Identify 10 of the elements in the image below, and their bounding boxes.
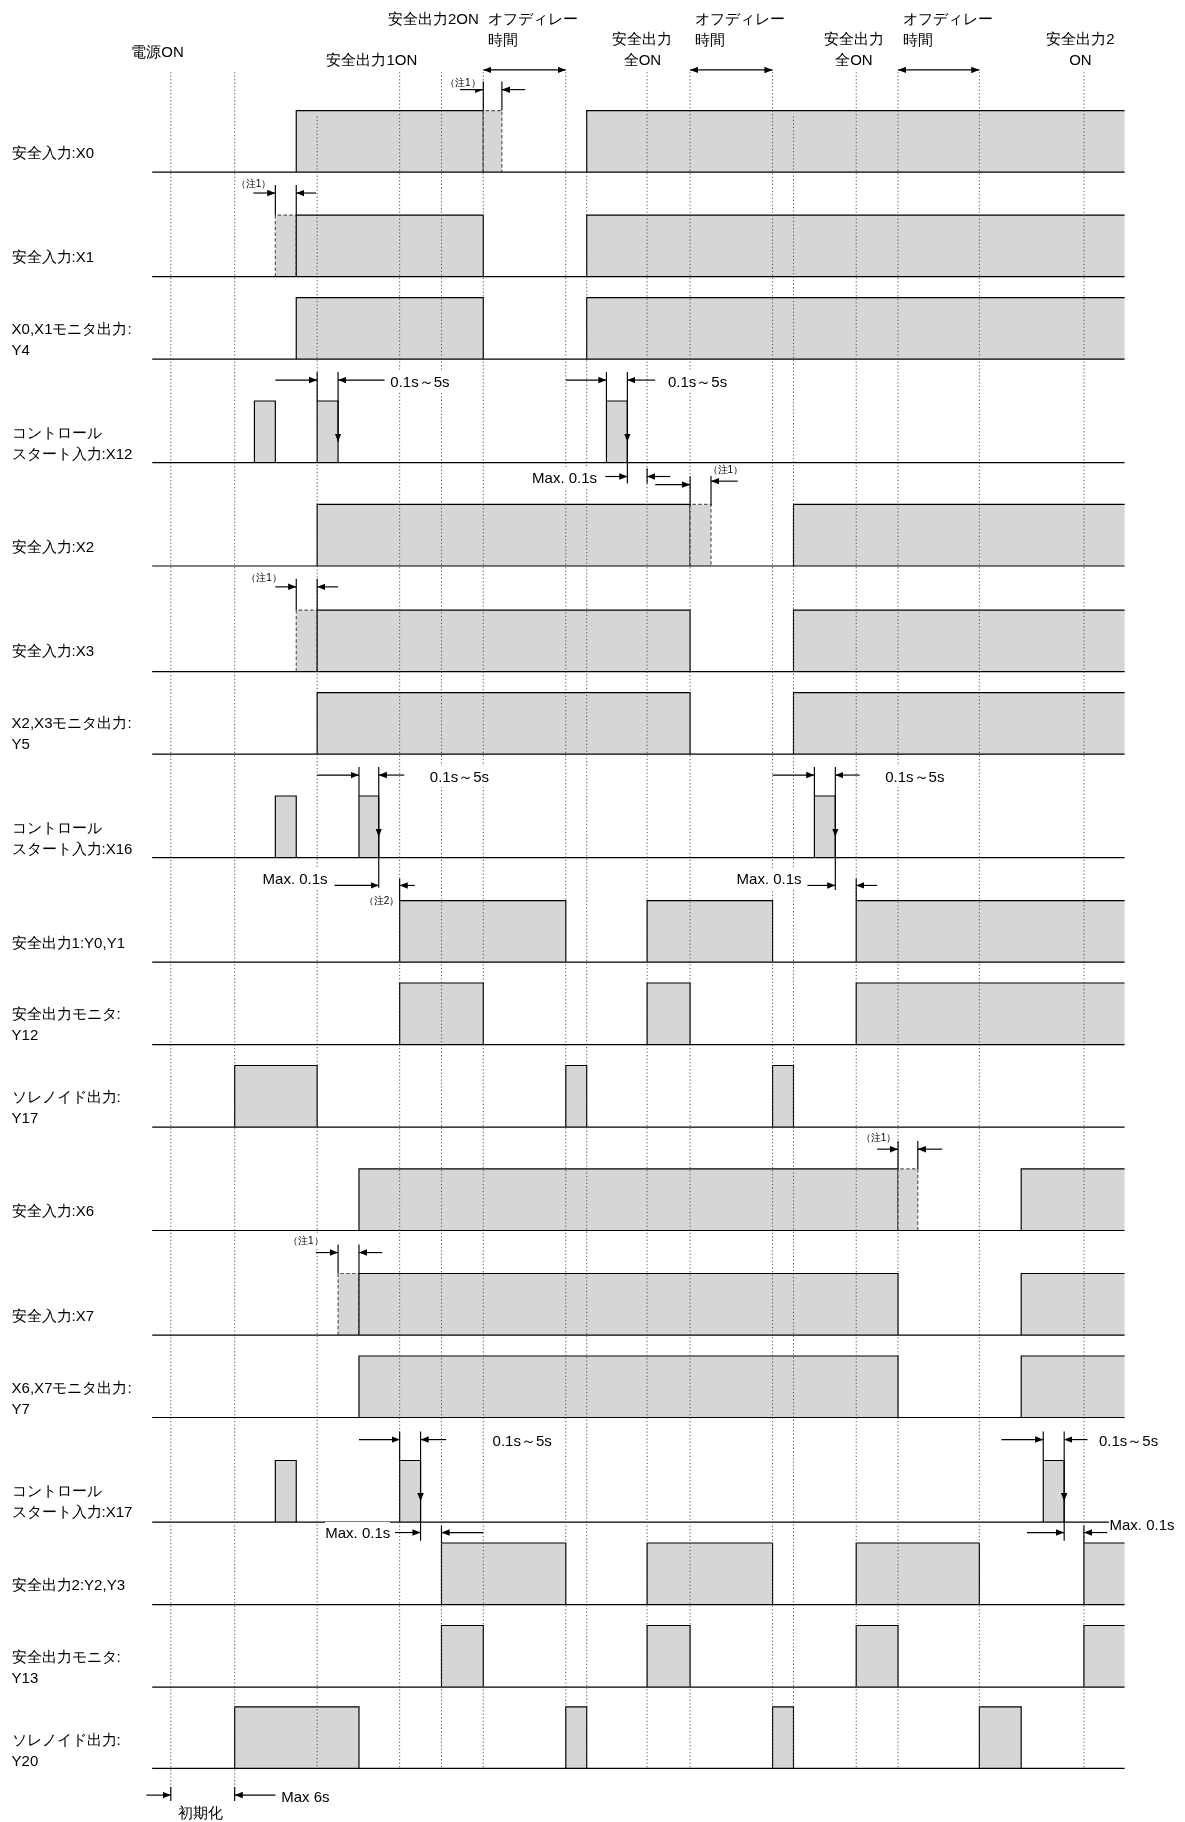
- time-label: 0.1s～5s: [885, 765, 945, 787]
- time-label: 0.1s～5s: [668, 370, 728, 392]
- time-label: Max. 0.1s: [736, 867, 802, 889]
- time-label: Max. 0.1s: [532, 467, 598, 488]
- signal-label: 安全入力:X3: [11, 640, 95, 662]
- signal-label: 安全入力:X6: [11, 1200, 95, 1222]
- time-label: 0.1s～5s: [429, 765, 490, 787]
- time-label: Max. 0.1s: [262, 867, 328, 889]
- time-label: 0.1s～5s: [390, 370, 450, 392]
- signal-label: 安全入力:X1: [11, 246, 95, 268]
